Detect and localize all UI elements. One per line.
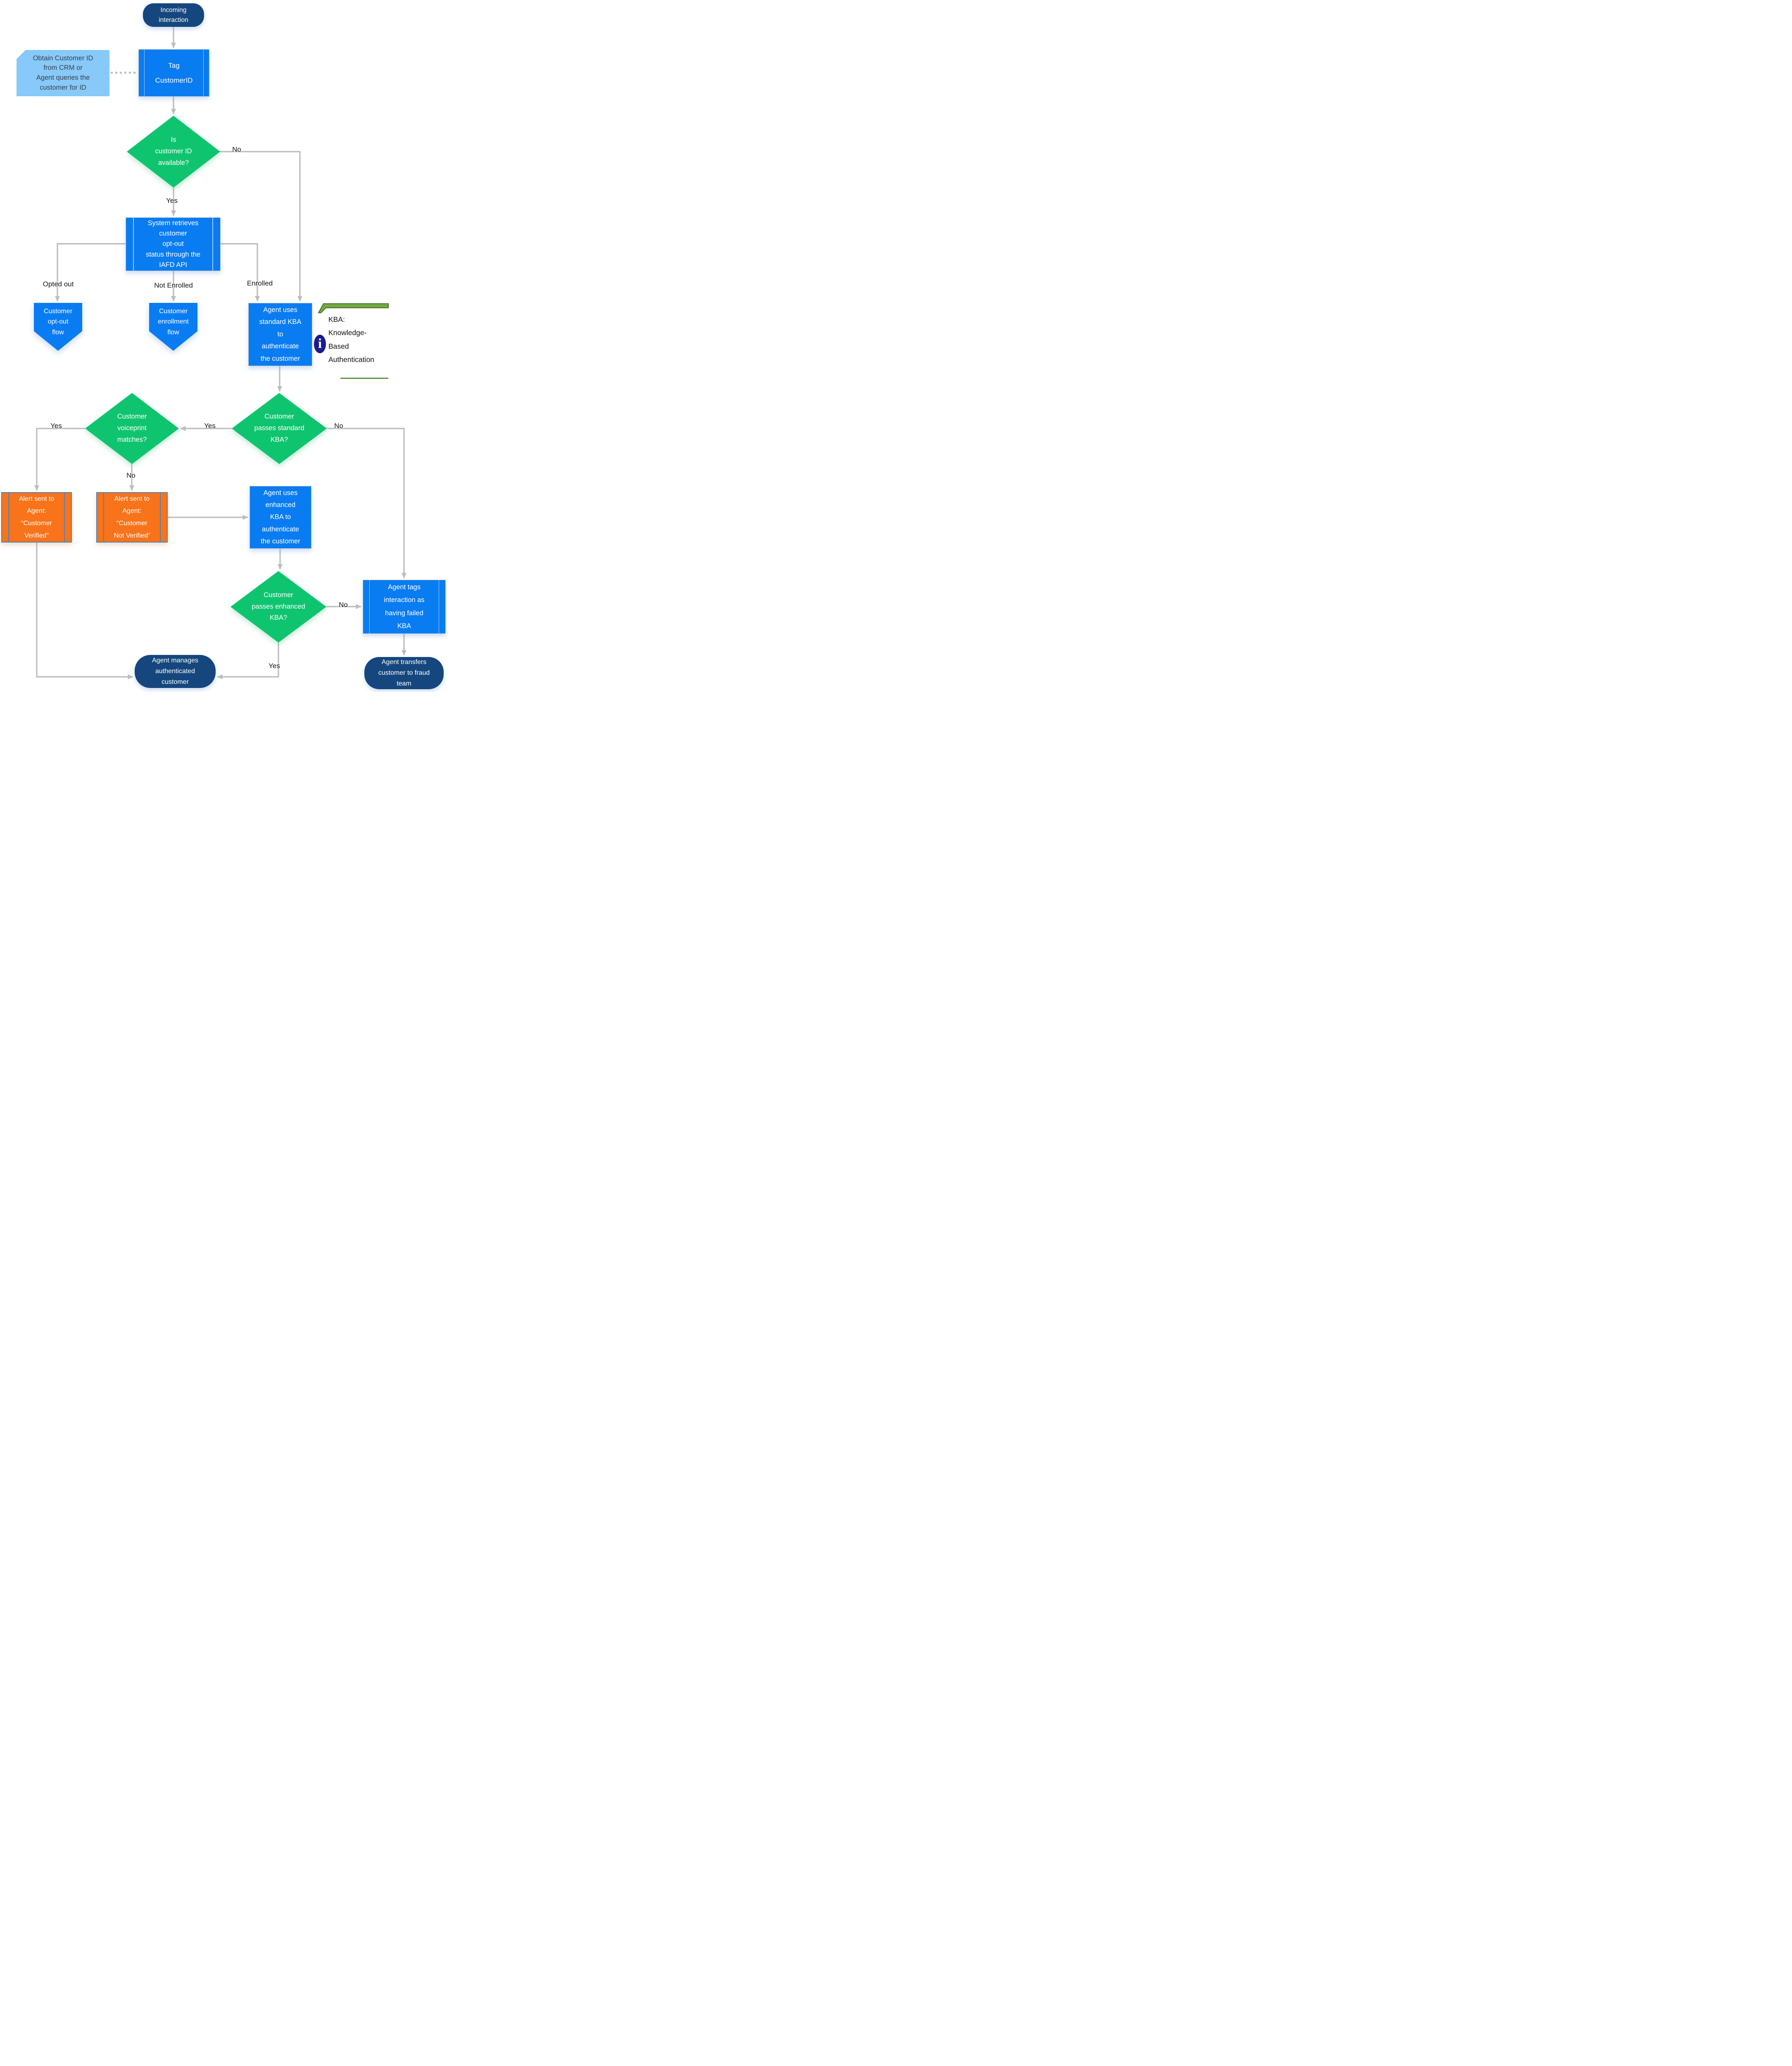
node-tag-customer-id: Tag CustomerID <box>138 49 209 97</box>
edge-label-std-kba-yes: Yes <box>204 422 216 430</box>
annotation-kba-definition: KBA: Knowledge- Based Authentication <box>328 315 374 364</box>
decision-label: Customer passes enhanced KBA? <box>231 571 326 643</box>
decision-label: Customer voiceprint matches? <box>85 393 179 464</box>
edge-alert-verified-to-manages <box>36 543 133 679</box>
edge-label-is-id-yes: Yes <box>166 197 178 205</box>
edge-label-is-id-no: No <box>232 145 241 153</box>
node-agent-manages-authenticated-customer: Agent manages authenticated customer <box>135 655 216 688</box>
edge-label-voiceprint-yes: Yes <box>50 422 62 430</box>
annotation-bottom-line <box>340 378 388 379</box>
offpage-label: Customer enrollment flow <box>149 303 197 351</box>
annotation-top-bracket <box>318 303 389 313</box>
node-customer-voiceprint-matches: Customer voiceprint matches? <box>85 393 179 464</box>
edge-label-enhanced-no: No <box>339 601 348 609</box>
node-is-customer-id-available: Is customer ID available? <box>127 116 220 188</box>
connectors <box>34 27 406 679</box>
edge-system-to-optout-flow <box>55 243 126 302</box>
flowchart-canvas: Incoming interaction Obtain Customer ID … <box>0 0 448 692</box>
edge-label-opted-out: Opted out <box>43 280 74 288</box>
edge-decision2-no-to-tags-failed <box>327 428 406 578</box>
node-customer-passes-standard-kba: Customer passes standard KBA? <box>232 393 327 464</box>
offpage-label: Customer opt-out flow <box>34 303 82 351</box>
edge-label-enhanced-yes: Yes <box>269 662 280 670</box>
decision-label: Is customer ID available? <box>127 116 220 188</box>
node-customer-passes-enhanced-kba: Customer passes enhanced KBA? <box>231 571 326 643</box>
edge-decision3-yes-to-alert-verified <box>34 428 85 491</box>
node-agent-uses-standard-kba: Agent uses standard KBA to authenticate … <box>248 303 312 366</box>
node-agent-transfers-fraud-team: Agent transfers customer to fraud team <box>364 657 444 689</box>
node-system-retrieves-optout-status: System retrieves customer opt-out status… <box>126 217 221 271</box>
edge-label-not-enrolled: Not Enrolled <box>154 281 193 289</box>
node-alert-customer-verified: Alert sent to Agent: “Customer Verified” <box>1 492 72 543</box>
node-alert-customer-not-verified: Alert sent to Agent: “Customer Not Verif… <box>96 492 168 543</box>
edge-label-voiceprint-no: No <box>126 471 135 479</box>
edge-decision4-yes-to-manages <box>217 643 279 679</box>
edge-label-std-kba-no: No <box>334 422 343 430</box>
edge-label-enrolled: Enrolled <box>247 279 273 287</box>
note-obtain-customer-id: Obtain Customer ID from CRM or Agent que… <box>17 50 109 96</box>
node-agent-tags-failed-kba: Agent tags interaction as having failed … <box>363 580 446 634</box>
edge-system-to-standard-kba <box>220 243 260 302</box>
decision-label: Customer passes standard KBA? <box>232 393 327 464</box>
info-icon: i <box>314 335 326 353</box>
node-incoming-interaction: Incoming interaction <box>143 3 204 27</box>
edge-decision1-no-to-standard-kba <box>219 151 302 302</box>
node-customer-optout-flow: Customer opt-out flow <box>34 303 82 351</box>
node-agent-uses-enhanced-kba: Agent uses enhanced KBA to authenticate … <box>250 486 311 549</box>
node-customer-enrollment-flow: Customer enrollment flow <box>149 303 197 351</box>
